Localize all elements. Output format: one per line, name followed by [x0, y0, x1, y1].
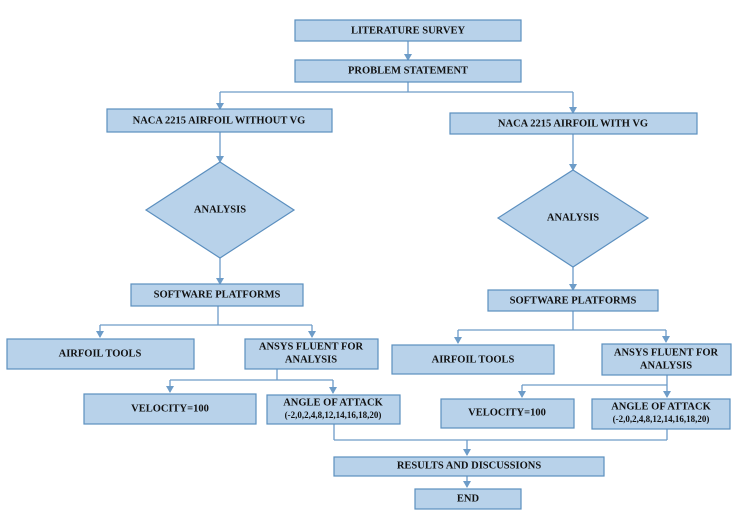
end-box: END: [414, 488, 522, 510]
right-software-platforms-box: SOFTWARE PLATFORMS: [487, 289, 659, 312]
right-ansys-label-line1: ANSYS FLUENT FOR: [614, 347, 719, 358]
left-software-platforms-label: SOFTWARE PLATFORMS: [154, 289, 281, 300]
right-aoa-label-line2: (-2,0,2,4,8,12,14,16,18,20): [613, 414, 710, 424]
left-analysis-decision: ANALYSIS: [144, 161, 296, 259]
left-airfoil-box: NACA 2215 AIRFOIL WITHOUT VG: [106, 108, 333, 133]
left-ansys-fluent-box: ANSYS FLUENT FOR ANALYSIS: [244, 338, 379, 370]
right-analysis-label: ANALYSIS: [547, 212, 599, 223]
left-aoa-label-line1: ANGLE OF ATTACK: [283, 397, 383, 408]
problem-statement-label: PROBLEM STATEMENT: [348, 65, 468, 76]
right-aoa-label-line1: ANGLE OF ATTACK: [611, 401, 711, 412]
connectors: [96, 41, 671, 488]
left-analysis-label: ANALYSIS: [194, 204, 246, 215]
left-velocity-label: VELOCITY=100: [131, 403, 209, 414]
literature-survey-label: LITERATURE SURVEY: [351, 25, 466, 36]
right-analysis-decision: ANALYSIS: [496, 169, 650, 268]
literature-survey-box: LITERATURE SURVEY: [294, 19, 522, 42]
problem-statement-box: PROBLEM STATEMENT: [294, 59, 522, 83]
right-airfoil-label: NACA 2215 AIRFOIL WITH VG: [498, 118, 648, 129]
end-label: END: [457, 493, 480, 504]
right-velocity-label: VELOCITY=100: [468, 407, 546, 418]
results-and-discussions-label: RESULTS AND DISCUSSIONS: [397, 460, 541, 471]
left-airfoil-label: NACA 2215 AIRFOIL WITHOUT VG: [133, 115, 306, 126]
right-airfoil-tools-label: AIRFOIL TOOLS: [432, 354, 515, 365]
left-velocity-box: VELOCITY=100: [83, 393, 257, 425]
left-ansys-label-line1: ANSYS FLUENT FOR: [259, 341, 364, 352]
right-ansys-fluent-box: ANSYS FLUENT FOR ANALYSIS: [601, 343, 732, 376]
right-angle-of-attack-box: ANGLE OF ATTACK (-2,0,2,4,8,12,14,16,18,…: [591, 398, 731, 430]
right-velocity-box: VELOCITY=100: [440, 398, 575, 429]
right-airfoil-box: NACA 2215 AIRFOIL WITH VG: [449, 112, 698, 135]
right-airfoil-tools-box: AIRFOIL TOOLS: [391, 344, 555, 375]
left-angle-of-attack-box: ANGLE OF ATTACK (-2,0,2,4,8,12,14,16,18,…: [266, 394, 401, 425]
results-and-discussions-box: RESULTS AND DISCUSSIONS: [333, 456, 605, 477]
left-airfoil-tools-box: AIRFOIL TOOLS: [6, 338, 195, 370]
left-aoa-label-line2: (-2,0,2,4,8,12,14,16,18,20): [285, 410, 382, 420]
right-ansys-label-line2: ANALYSIS: [640, 360, 692, 371]
left-ansys-label-line2: ANALYSIS: [285, 354, 337, 365]
left-software-platforms-box: SOFTWARE PLATFORMS: [130, 283, 304, 307]
right-software-platforms-label: SOFTWARE PLATFORMS: [510, 295, 637, 306]
left-airfoil-tools-label: AIRFOIL TOOLS: [59, 348, 142, 359]
